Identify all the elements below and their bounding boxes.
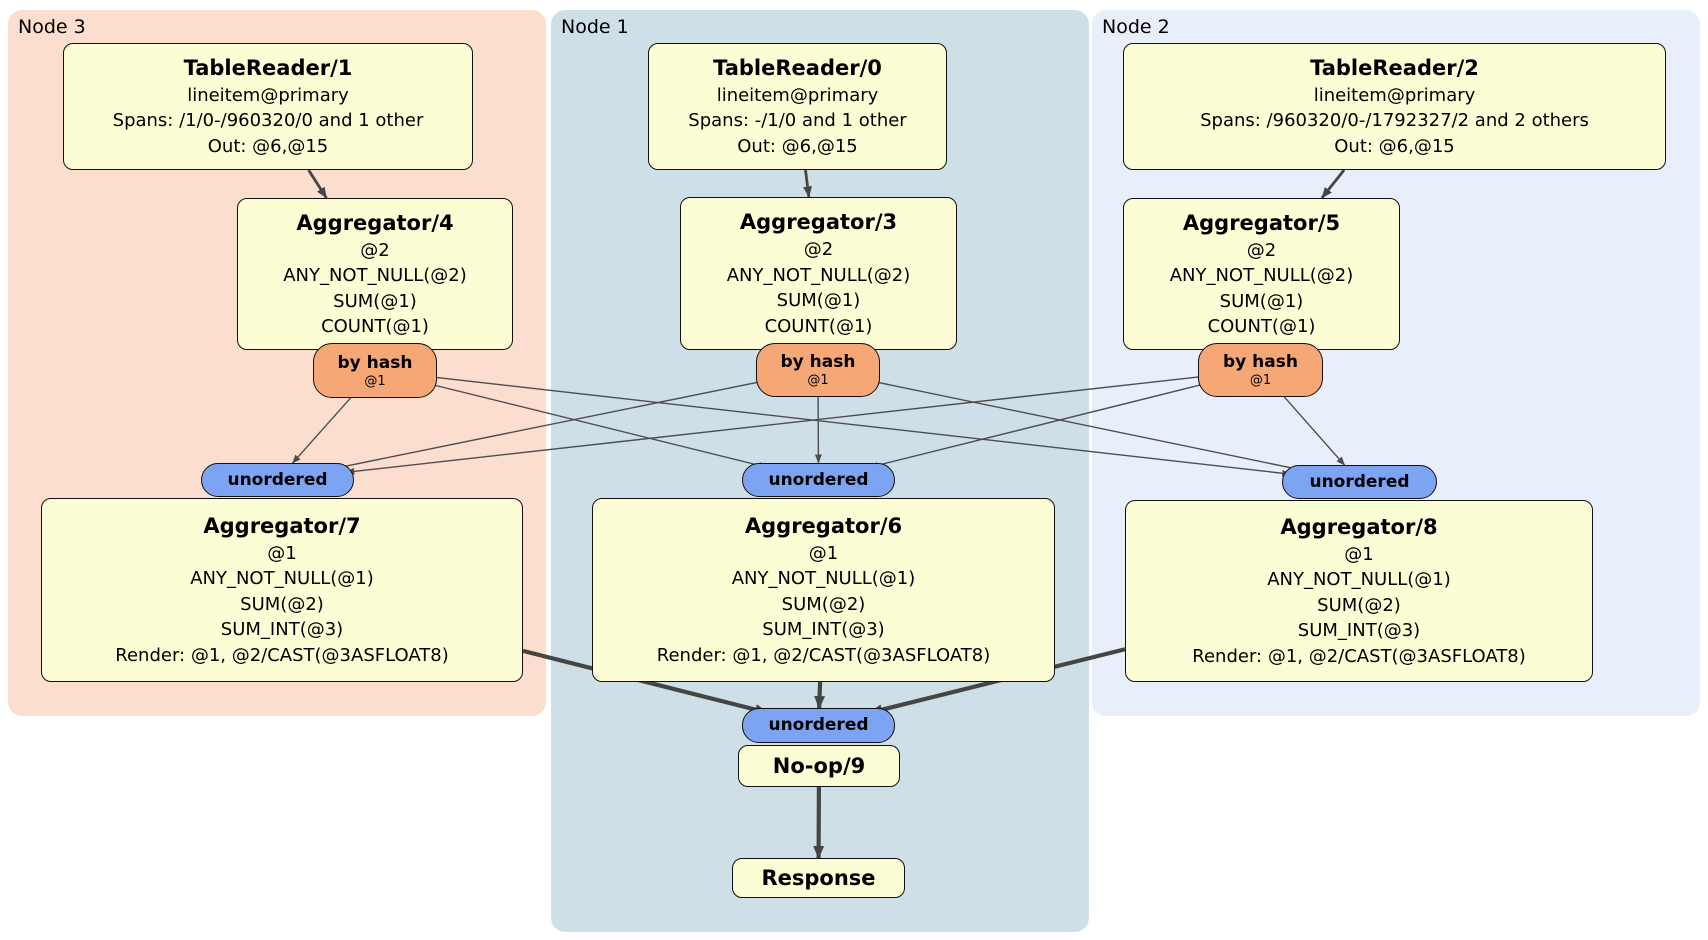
- node-title: Aggregator/8: [1280, 514, 1438, 539]
- edge-byhash4-to-unordered6: [429, 383, 768, 469]
- node-detail: COUNT(@1): [321, 316, 429, 337]
- node-detail: SUM_INT(@3): [762, 619, 885, 641]
- node-detail: lineitem@primary: [716, 84, 879, 106]
- node-response: Response: [732, 858, 905, 898]
- node-detail: Out: @6,@15: [207, 135, 329, 157]
- node-title: Aggregator/5: [1182, 210, 1341, 235]
- router-key: @1: [807, 373, 829, 388]
- node-detail: ANY_NOT_NULL(@2): [1169, 265, 1354, 286]
- node-detail: Spans: /960320/0-/1792327/2 and 2 others: [1200, 110, 1589, 132]
- edge-tablereader0-to-aggregator3: [803, 169, 813, 198]
- edge-byhash3-to-unordered7: [333, 380, 762, 471]
- node-title: TableReader/2: [1310, 55, 1479, 80]
- node-detail: Out: @6,@15: [1334, 135, 1455, 157]
- node-title: Aggregator/6: [744, 513, 903, 538]
- node-detail: @2: [803, 239, 834, 260]
- node-tablereader-0: TableReader/0 lineitem@primary Spans: -/…: [648, 43, 947, 170]
- edge-byhash4-to-unordered7: [291, 395, 353, 464]
- node-detail: Render: @1, @2/CAST(@3ASFLOAT8): [115, 644, 449, 666]
- stream-unordered-6: unordered: [742, 463, 895, 497]
- edge-byhash3-to-unordered8: [873, 380, 1304, 473]
- node-title: No-op/9: [772, 753, 866, 778]
- node-aggregator-3: Aggregator/3 @2 ANY_NOT_NULL(@2) SUM(@1)…: [680, 197, 957, 350]
- node-title: Response: [761, 865, 876, 890]
- region-node-2-label: Node 2: [1102, 16, 1170, 38]
- node-detail: @1: [1344, 543, 1374, 565]
- node-detail: @2: [360, 239, 390, 261]
- node-detail: lineitem@primary: [187, 84, 349, 106]
- stream-label: unordered: [768, 715, 869, 735]
- node-detail: SUM(@2): [1317, 594, 1401, 616]
- node-title: Aggregator/3: [739, 210, 898, 234]
- node-aggregator-7: Aggregator/7 @1 ANY_NOT_NULL(@1) SUM(@2)…: [41, 498, 523, 682]
- node-tablereader-1: TableReader/1 lineitem@primary Spans: /1…: [63, 43, 473, 170]
- region-node-3-label: Node 3: [18, 16, 86, 38]
- node-aggregator-5: Aggregator/5 @2 ANY_NOT_NULL(@2) SUM(@1)…: [1123, 198, 1400, 350]
- node-detail: @2: [1246, 239, 1277, 261]
- node-detail: SUM_INT(@3): [220, 619, 344, 641]
- node-detail: Render: @1, @2/CAST(@3ASFLOAT8): [1192, 645, 1526, 667]
- node-detail: Out: @6,@15: [737, 135, 858, 157]
- stream-label: unordered: [1309, 471, 1410, 492]
- stream-unordered-output: unordered: [742, 708, 895, 743]
- node-aggregator-8: Aggregator/8 @1 ANY_NOT_NULL(@1) SUM(@2)…: [1125, 500, 1593, 682]
- node-title: TableReader/0: [713, 55, 882, 80]
- node-title: TableReader/1: [183, 55, 353, 80]
- node-detail: SUM(@2): [781, 593, 866, 615]
- router-label: by hash: [337, 352, 413, 373]
- node-detail: ANY_NOT_NULL(@2): [726, 264, 911, 286]
- router-label: by hash: [780, 352, 856, 372]
- router-by-hash-4: by hash @1: [313, 343, 437, 398]
- node-detail: @1: [808, 542, 839, 564]
- node-aggregator-6: Aggregator/6 @1 ANY_NOT_NULL(@1) SUM(@2)…: [592, 498, 1055, 682]
- edge-aggregator6-to-unorderedOut: [814, 681, 826, 709]
- node-aggregator-4: Aggregator/4 @2 ANY_NOT_NULL(@2) SUM(@1)…: [237, 198, 513, 350]
- stream-label: unordered: [768, 469, 869, 490]
- node-detail: Spans: -/1/0 and 1 other: [688, 110, 907, 132]
- router-by-hash-5: by hash @1: [1198, 343, 1323, 397]
- stream-unordered-7: unordered: [201, 463, 354, 497]
- node-detail: ANY_NOT_NULL(@2): [283, 265, 467, 286]
- node-detail: SUM(@1): [1219, 290, 1304, 312]
- edge-byhash5-to-unordered8: [1282, 394, 1346, 466]
- node-detail: ANY_NOT_NULL(@1): [1267, 569, 1451, 591]
- router-key: @1: [364, 373, 386, 389]
- edge-byhash5-to-unordered6: [868, 382, 1207, 469]
- edge-byhash4-to-unordered8: [434, 376, 1292, 477]
- node-detail: SUM(@2): [240, 593, 324, 615]
- node-detail: Render: @1, @2/CAST(@3ASFLOAT8): [656, 644, 991, 666]
- node-detail: lineitem@primary: [1313, 84, 1476, 106]
- stream-unordered-8: unordered: [1282, 465, 1437, 499]
- node-noop-9: No-op/9: [738, 745, 900, 787]
- node-detail: Spans: /1/0-/960320/0 and 1 other: [112, 110, 424, 132]
- node-detail: @1: [267, 542, 297, 564]
- router-label: by hash: [1223, 352, 1298, 372]
- region-node-1-label: Node 1: [561, 16, 629, 38]
- node-detail: ANY_NOT_NULL(@1): [731, 568, 916, 590]
- edge-byhash5-to-unordered7: [345, 376, 1201, 475]
- node-detail: SUM(@1): [333, 290, 417, 312]
- node-tablereader-2: TableReader/2 lineitem@primary Spans: /9…: [1123, 43, 1666, 170]
- node-title: Aggregator/7: [203, 513, 361, 538]
- stream-label: unordered: [227, 469, 328, 490]
- edge-tablereader1-to-aggregator4: [307, 169, 328, 199]
- node-detail: COUNT(@1): [1207, 316, 1316, 337]
- node-detail: COUNT(@1): [764, 315, 873, 337]
- node-detail: SUM(@1): [776, 290, 861, 311]
- edge-tablereader2-to-aggregator5: [1320, 169, 1346, 199]
- node-title: Aggregator/4: [296, 210, 454, 235]
- router-by-hash-3: by hash @1: [756, 343, 880, 397]
- router-key: @1: [1249, 373, 1272, 388]
- node-detail: SUM_INT(@3): [1297, 620, 1421, 642]
- node-detail: ANY_NOT_NULL(@1): [190, 568, 374, 590]
